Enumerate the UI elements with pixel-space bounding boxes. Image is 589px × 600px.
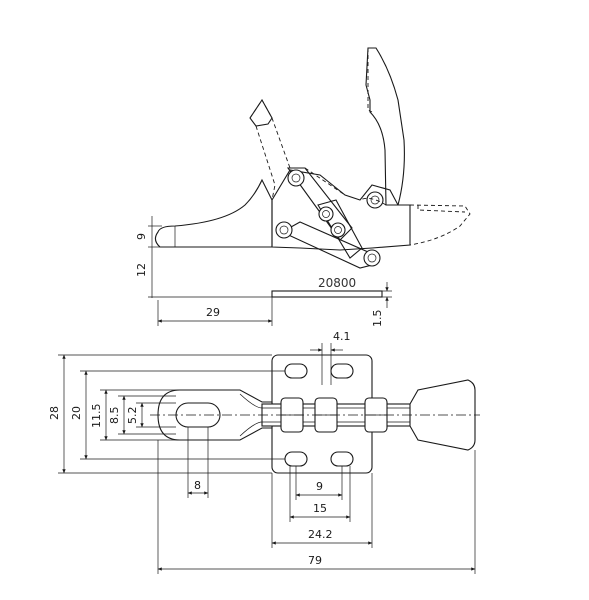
part-number-label: 20800 xyxy=(318,276,356,290)
dim-top-28: 28 xyxy=(48,406,61,420)
mounting-slot xyxy=(330,363,354,379)
dim-top-4-1: 4.1 xyxy=(333,330,351,343)
side-handle-closed xyxy=(409,204,471,246)
side-link-middle xyxy=(317,199,363,259)
side-handle-open xyxy=(365,47,405,206)
dim-side-9: 9 xyxy=(135,233,148,240)
dim-top-20: 20 xyxy=(70,406,83,420)
dim-top-8-5: 8.5 xyxy=(108,407,121,425)
dim-top-15: 15 xyxy=(313,502,327,515)
mounting-slot xyxy=(284,451,308,467)
dim-side-29: 29 xyxy=(206,306,220,319)
side-arm-open xyxy=(249,99,291,169)
dim-top-24-2: 24.2 xyxy=(308,528,333,541)
top-clamp-arm xyxy=(157,389,273,441)
dim-top-5-2: 5.2 xyxy=(126,407,139,425)
side-base-plate xyxy=(271,290,383,298)
side-link-lower xyxy=(280,221,377,269)
dim-top-8: 8 xyxy=(194,479,201,492)
dim-side-1-5: 1.5 xyxy=(371,310,384,328)
side-clamp-arm xyxy=(154,178,273,248)
dim-top-11-5: 11.5 xyxy=(90,404,103,429)
side-view: 20800 9 12 29 1.5 xyxy=(135,47,471,328)
dim-top-79: 79 xyxy=(308,554,322,567)
dim-top-9: 9 xyxy=(316,480,323,493)
top-view: 28 20 11.5 8.5 5.2 4.1 8 xyxy=(48,330,480,574)
mounting-slot xyxy=(330,451,354,467)
mounting-slot xyxy=(284,363,308,379)
dim-side-12: 12 xyxy=(135,263,148,277)
